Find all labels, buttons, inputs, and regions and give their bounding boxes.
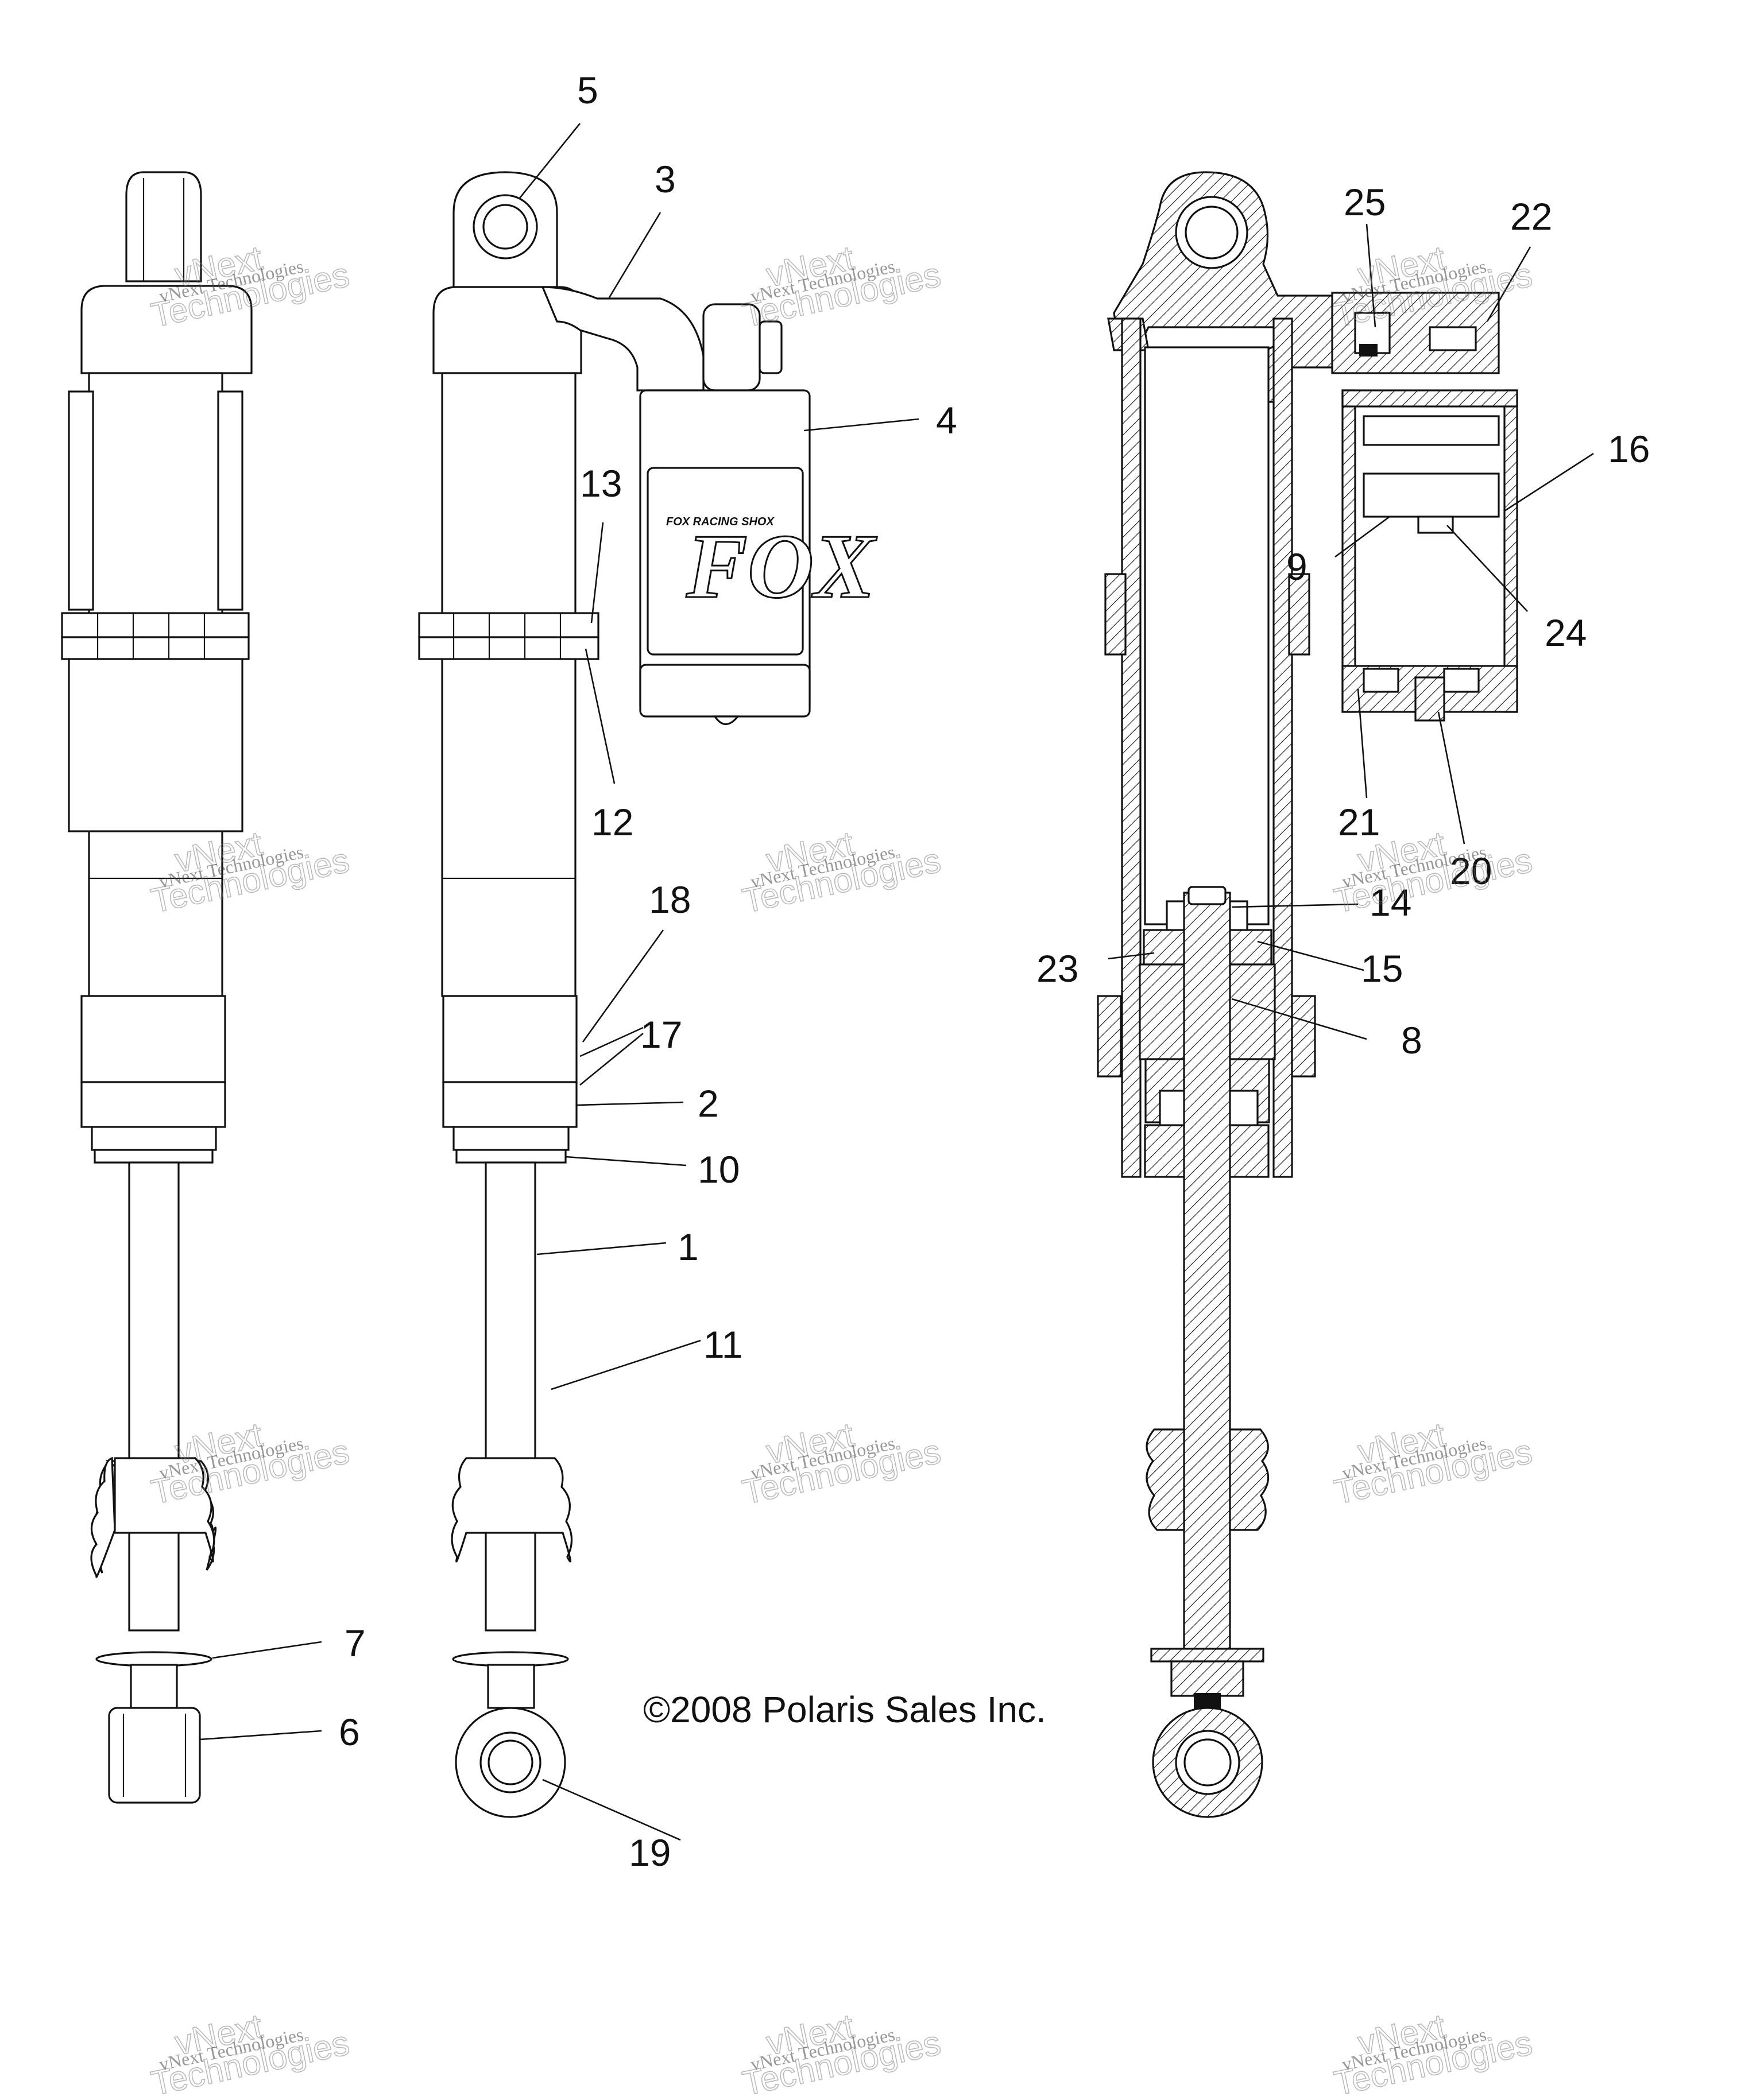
callout-3: 3 [655, 158, 676, 200]
svg-text:FOX RACING SHOX: FOX RACING SHOX [666, 516, 775, 528]
copyright-text: ©2008 Polaris Sales Inc. [643, 1689, 1046, 1730]
spring-collar-left [61, 612, 250, 638]
callout-7: 7 [345, 1622, 366, 1664]
callout-8: 8 [1401, 1019, 1422, 1061]
body-mid [441, 372, 577, 997]
section-bump-stop [1146, 1428, 1185, 1531]
callout-25: 25 [1344, 181, 1386, 223]
callout-13: 13 [580, 462, 622, 505]
left-shock-view [61, 171, 253, 1804]
callout-17: 17 [640, 1013, 682, 1056]
callout-1: 1 [678, 1226, 699, 1268]
bump-stop-mid [451, 1457, 573, 1563]
callout-24: 24 [1545, 611, 1587, 654]
middle-shock-view: FOX FOX RACING SHOX [418, 171, 878, 1818]
washer-mid [452, 1651, 569, 1667]
callout-16: 16 [1608, 428, 1650, 470]
spring-collar-mid [418, 612, 599, 638]
callout-10: 10 [698, 1148, 740, 1191]
body-band-upper-r [217, 390, 243, 611]
callout-22: 22 [1510, 195, 1552, 238]
callout-2: 2 [698, 1082, 719, 1125]
brand-mark: FOX [686, 515, 877, 617]
top-eyelet [125, 171, 202, 282]
bump-stop-body [90, 1456, 116, 1578]
callout-18: 18 [649, 878, 691, 921]
callout-20: 20 [1450, 850, 1492, 892]
callout-15: 15 [1361, 947, 1403, 990]
callout-5: 5 [577, 69, 598, 111]
callout-4: 4 [936, 399, 957, 441]
callout-21: 21 [1338, 801, 1380, 843]
shaft-mid [485, 1161, 536, 1462]
callout-labels: 5 3 4 13 12 18 17 2 10 1 11 7 6 19 25 22… [339, 69, 1650, 1874]
callout-23: 23 [1036, 947, 1078, 990]
section-shaft [1183, 892, 1231, 1657]
callout-9: 9 [1286, 545, 1307, 588]
callout-14: 14 [1370, 881, 1411, 924]
body-cap [80, 285, 253, 374]
reservoir-label [647, 467, 804, 656]
body-band-upper [68, 390, 94, 611]
leader-lines [199, 123, 1594, 1841]
watermarks: vNext vNext Technologies Technologies vN… [148, 238, 1536, 2100]
shaft-left [128, 1161, 180, 1462]
section-reservoir-wall-l [1341, 389, 1356, 713]
section-shock-view [1097, 171, 1518, 1818]
washer-left [95, 1651, 212, 1667]
callout-19: 19 [629, 1831, 671, 1874]
bottom-collar-left [80, 995, 226, 1083]
bottom-eyelet-left [108, 1707, 201, 1804]
callout-11: 11 [703, 1323, 743, 1366]
callout-6: 6 [339, 1711, 360, 1753]
callout-12: 12 [591, 801, 633, 843]
floating-piston [1363, 415, 1500, 446]
spring-collar-left-2 [61, 636, 250, 660]
section-cylinder-inner [1144, 346, 1270, 925]
bottom-collar-mid [442, 995, 578, 1083]
